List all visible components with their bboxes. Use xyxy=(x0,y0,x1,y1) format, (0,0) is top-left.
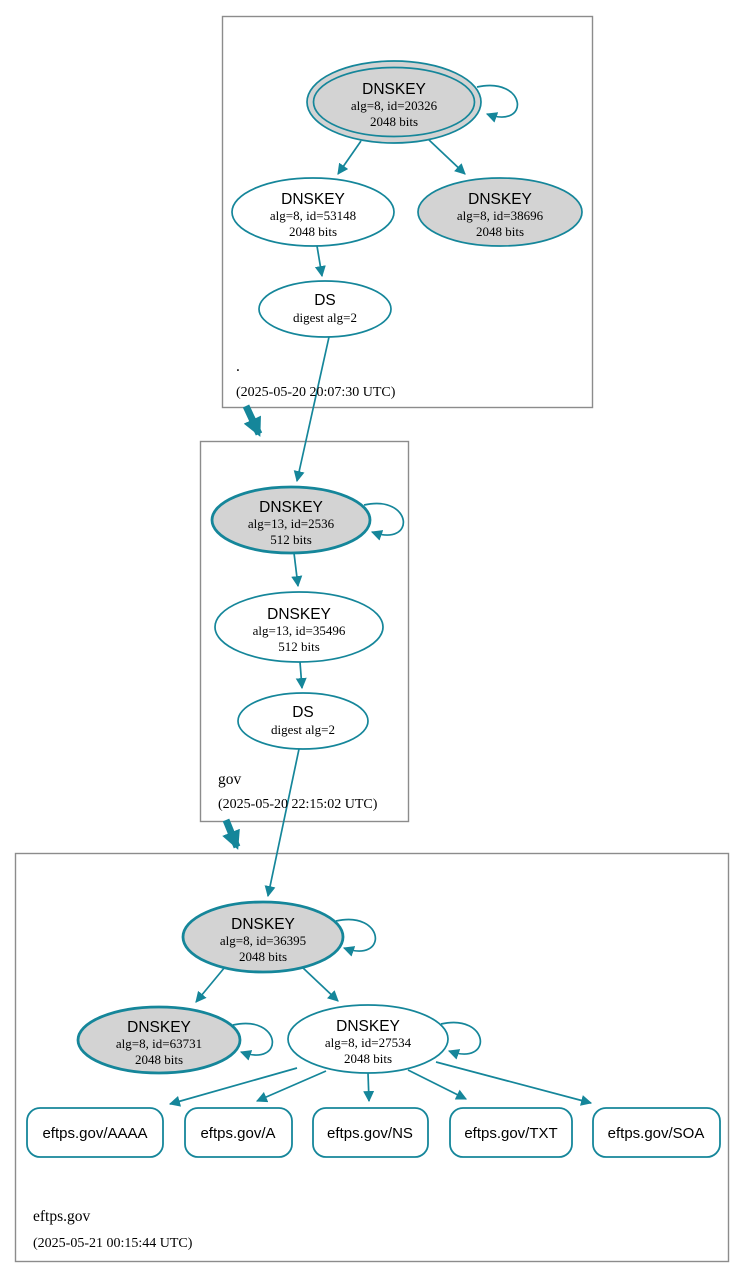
dnskey-node-36395: DNSKEY alg=8, id=36395 2048 bits xyxy=(181,900,345,974)
rrset-soa-label: eftps.gov/SOA xyxy=(608,1125,705,1142)
zone-label-gov: gov xyxy=(218,771,242,788)
edge-gov-ksk-to-zsk xyxy=(291,552,303,588)
dnskey-20326-title: DNSKEY xyxy=(362,81,426,98)
dnskey-63731-title: DNSKEY xyxy=(127,1019,191,1036)
dnskey-38696-title: DNSKEY xyxy=(468,191,532,208)
dnskey-35496-title: DNSKEY xyxy=(267,606,331,623)
zone-timestamp-gov: (2025-05-20 22:15:02 UTC) xyxy=(218,797,378,812)
dnskey-node-38696: DNSKEY alg=8, id=38696 2048 bits xyxy=(417,177,583,247)
selfloop-eftps-ksk xyxy=(335,918,377,957)
dnskey-27534-title: DNSKEY xyxy=(336,1018,400,1035)
rrset-node-soa: eftps.gov/SOA xyxy=(592,1107,721,1158)
zone-label-root: . xyxy=(236,358,240,375)
zone-box-gov xyxy=(199,440,410,823)
edge-gov-ds-to-eftps-ksk xyxy=(264,748,300,898)
ds-node-gov: DS digest alg=2 xyxy=(237,692,369,750)
zone-label-eftps-gov: eftps.gov xyxy=(33,1208,91,1225)
selfloop-gov-ksk xyxy=(363,502,405,541)
edge-eftps-zsk-to-rrset-soa xyxy=(435,1061,593,1106)
selfloop-root-ksk xyxy=(476,84,519,123)
dnskey-36395-bits: 2048 bits xyxy=(239,949,287,964)
rrset-ns-label: eftps.gov/NS xyxy=(327,1125,413,1142)
rrset-a-label: eftps.gov/A xyxy=(200,1125,275,1142)
dnskey-node-63731: DNSKEY alg=8, id=63731 2048 bits xyxy=(76,1005,242,1075)
rrset-node-txt: eftps.gov/TXT xyxy=(449,1107,573,1158)
dnskey-2536-title: DNSKEY xyxy=(259,499,323,516)
ds-node-root: DS digest alg=2 xyxy=(258,280,392,338)
dnskey-53148-title: DNSKEY xyxy=(281,191,345,208)
dnskey-node-20326-trust-anchor: DNSKEY alg=8, id=20326 2048 bits xyxy=(306,60,482,144)
rrset-txt-label: eftps.gov/TXT xyxy=(464,1125,557,1142)
rrset-node-ns: eftps.gov/NS xyxy=(312,1107,429,1158)
dnskey-38696-alg: alg=8, id=38696 xyxy=(457,208,544,223)
ds-root-digest: digest alg=2 xyxy=(293,310,357,325)
edge-root-ksk-to-zsk xyxy=(337,140,362,175)
edge-root-zsk-to-ds xyxy=(314,245,326,278)
ds-gov-title: DS xyxy=(292,704,314,721)
edge-eftps-ksk-to-zsk xyxy=(301,966,339,1002)
delegation-arrow-gov-to-eftps xyxy=(222,818,241,850)
dnskey-node-2536: DNSKEY alg=13, id=2536 512 bits xyxy=(210,485,372,555)
edge-eftps-zsk-to-rrset-aaaa xyxy=(168,1067,298,1107)
zone-timestamp-root: (2025-05-20 20:07:30 UTC) xyxy=(236,385,396,400)
zone-box-root xyxy=(221,15,594,409)
ds-gov-digest: digest alg=2 xyxy=(271,722,335,737)
edge-root-ds-to-gov-ksk xyxy=(293,336,330,483)
edge-eftps-ksk-to-ksk2 xyxy=(195,966,226,1003)
dnskey-36395-title: DNSKEY xyxy=(231,916,295,933)
dnskey-53148-alg: alg=8, id=53148 xyxy=(270,208,356,223)
dnskey-53148-bits: 2048 bits xyxy=(289,224,337,239)
dnskey-38696-bits: 2048 bits xyxy=(476,224,524,239)
rrset-aaaa-label: eftps.gov/AAAA xyxy=(42,1125,147,1142)
ds-root-title: DS xyxy=(314,292,336,309)
dnskey-2536-bits: 512 bits xyxy=(270,532,312,547)
edge-eftps-zsk-to-rrset-a xyxy=(255,1070,327,1103)
dnskey-27534-bits: 2048 bits xyxy=(344,1051,392,1066)
dnskey-node-53148: DNSKEY alg=8, id=53148 2048 bits xyxy=(231,177,395,247)
dnskey-20326-alg: alg=8, id=20326 xyxy=(351,98,438,113)
dnskey-35496-bits: 512 bits xyxy=(278,639,320,654)
dnskey-35496-alg: alg=13, id=35496 xyxy=(253,623,346,638)
zone-timestamp-eftps-gov: (2025-05-21 00:15:44 UTC) xyxy=(33,1236,193,1251)
zone-box-eftps-gov xyxy=(14,852,730,1263)
rrset-node-aaaa: eftps.gov/AAAA xyxy=(26,1107,164,1158)
edge-gov-zsk-to-ds xyxy=(295,661,307,690)
dnskey-27534-alg: alg=8, id=27534 xyxy=(325,1035,412,1050)
delegation-arrow-root-to-gov xyxy=(242,404,263,437)
dnskey-63731-alg: alg=8, id=63731 xyxy=(116,1036,202,1051)
edge-eftps-zsk-to-rrset-ns xyxy=(363,1072,375,1103)
dnskey-node-35496: DNSKEY alg=13, id=35496 512 bits xyxy=(214,591,384,663)
dnskey-36395-alg: alg=8, id=36395 xyxy=(220,933,306,948)
dnskey-2536-alg: alg=13, id=2536 xyxy=(248,516,335,531)
edge-root-ksk-to-ksk-new xyxy=(427,138,466,175)
dnskey-63731-bits: 2048 bits xyxy=(135,1052,183,1067)
dnskey-20326-bits: 2048 bits xyxy=(370,114,418,129)
rrset-node-a: eftps.gov/A xyxy=(184,1107,293,1158)
edge-eftps-zsk-to-rrset-txt xyxy=(407,1069,467,1100)
selfloop-eftps-ksk2 xyxy=(232,1022,274,1061)
selfloop-eftps-zsk xyxy=(440,1021,482,1060)
dnskey-node-27534: DNSKEY alg=8, id=27534 2048 bits xyxy=(287,1004,449,1074)
